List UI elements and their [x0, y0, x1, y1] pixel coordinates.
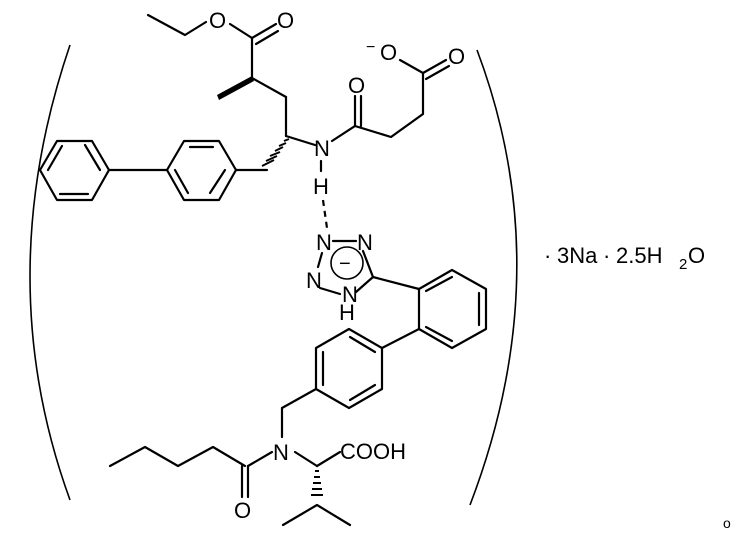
hydrogen-bond — [321, 199, 329, 229]
water-oxygen-label: O — [688, 243, 705, 268]
tetrazole-n2-label: N — [357, 230, 373, 255]
tetrazole-charge-circle — [330, 246, 364, 280]
left-bracket — [29, 44, 71, 501]
tetrazole-charge-label: − — [339, 253, 351, 275]
carboxylate-charge-label: − — [366, 39, 375, 56]
tetrazole-h-label: H — [339, 300, 355, 325]
carboxylate-carbonyl-oxygen-label: O — [448, 44, 465, 69]
salt-dot-1: · — [544, 243, 551, 268]
amide-hydrogen-label: H — [313, 174, 329, 199]
amide-oxygen-label: O — [348, 73, 365, 98]
carboxylate-oxygen-label: O — [380, 40, 397, 65]
right-bracket — [469, 49, 518, 506]
sodium-label: 3Na — [557, 243, 598, 268]
ester-oxygen-label: O — [209, 8, 226, 33]
water-coefficient-label: 2.5H — [616, 243, 662, 268]
tetrazole-n3-label: N — [306, 268, 322, 293]
tetrazole-n1-label: N — [316, 230, 332, 255]
cooh-label: COOH — [340, 439, 406, 464]
tetrazole-ring: N N N N H − — [306, 230, 421, 325]
ester-carbonyl-oxygen-label: O — [277, 8, 294, 33]
amide-nitrogen-label: N — [314, 136, 330, 161]
tetrazole-n4-label: N — [342, 282, 358, 307]
valsartan-moiety: N O COOH — [108, 268, 488, 527]
valsartan-nitrogen-label: N — [273, 440, 289, 465]
salt-dot-2: · — [603, 243, 610, 268]
water-subscript-label: 2 — [679, 256, 687, 273]
sacubitril-moiety: O O N H O — [38, 8, 465, 202]
valeryl-oxygen-label: O — [234, 498, 251, 523]
salt-formula: · 3Na · 2.5H 2 O — [544, 243, 705, 273]
trailing-mark: o — [723, 515, 731, 531]
